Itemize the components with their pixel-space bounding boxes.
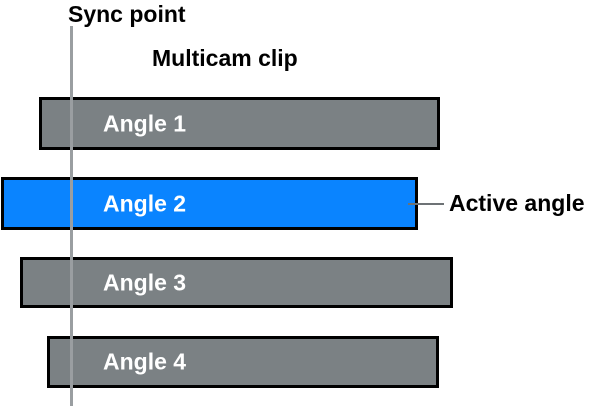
angle-2-label: Angle 2	[103, 190, 187, 216]
angle-4-clip: Angle 4	[47, 336, 439, 388]
active-angle-label: Active angle	[449, 190, 585, 216]
active-angle-leader-line	[408, 203, 444, 205]
angle-2-clip-active: Angle 2	[1, 177, 418, 230]
angle-4-label: Angle 4	[103, 348, 187, 375]
sync-point-line	[70, 26, 73, 406]
angle-1-label: Angle 1	[103, 110, 187, 136]
multicam-clip-label: Multicam clip	[152, 45, 298, 71]
angle-3-clip: Angle 3	[20, 257, 453, 308]
sync-point-label: Sync point	[68, 1, 186, 27]
angle-1-clip: Angle 1	[39, 97, 440, 150]
angle-3-label: Angle 3	[103, 269, 187, 295]
